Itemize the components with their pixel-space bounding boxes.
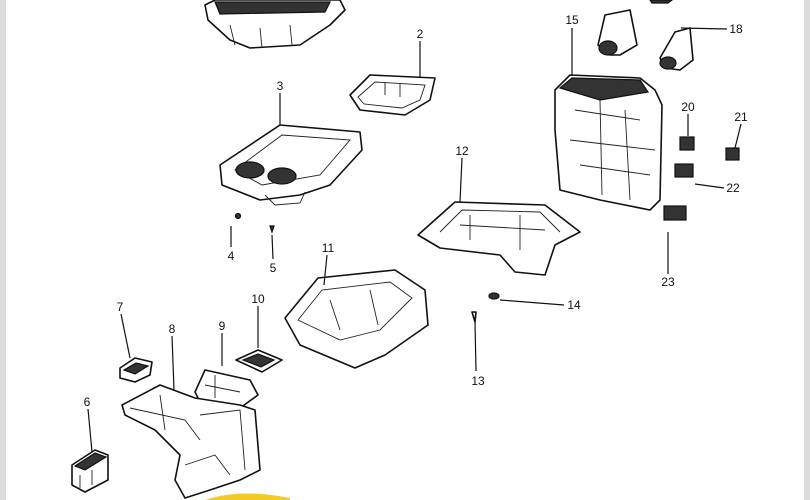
part-air-vent-left bbox=[597, 9, 638, 56]
part-14-grommet bbox=[488, 292, 500, 300]
callout-10: 10 bbox=[251, 292, 265, 306]
part-18-air-vent-right bbox=[659, 27, 694, 71]
part-top-right-partial bbox=[649, 0, 673, 4]
callout-7: 7 bbox=[117, 300, 124, 314]
left-border bbox=[0, 0, 6, 500]
callout-14: 14 bbox=[567, 298, 581, 312]
yellow-highlight bbox=[205, 493, 290, 500]
callout-5: 5 bbox=[270, 261, 277, 275]
right-border bbox=[804, 0, 810, 500]
part-5-screw bbox=[269, 225, 275, 234]
callout-11: 11 bbox=[322, 241, 335, 255]
callout-9: 9 bbox=[219, 319, 226, 333]
part-23-switch bbox=[663, 205, 687, 221]
part-8-shifter-bezel bbox=[121, 384, 261, 499]
callout-13: 13 bbox=[471, 374, 485, 388]
callout-21: 21 bbox=[734, 110, 748, 124]
part-6-switch-pack bbox=[71, 449, 109, 493]
part-20-switch bbox=[679, 136, 695, 151]
leader-lines bbox=[87, 27, 742, 453]
callout-2: 2 bbox=[417, 27, 424, 41]
part-15-rear-panel bbox=[554, 74, 663, 211]
part-2-tray bbox=[349, 74, 436, 116]
part-22-switch bbox=[674, 163, 694, 178]
part-21-switch bbox=[725, 147, 740, 161]
callout-15: 15 bbox=[565, 13, 579, 27]
callout-20: 20 bbox=[681, 100, 695, 114]
callout-4: 4 bbox=[228, 249, 235, 263]
part-top-console-lid bbox=[204, 0, 346, 49]
callout-6: 6 bbox=[84, 395, 91, 409]
part-13-screw bbox=[471, 311, 477, 323]
callout-3: 3 bbox=[277, 79, 284, 93]
part-12-bracket bbox=[417, 201, 581, 276]
part-4-clip bbox=[234, 212, 242, 220]
part-10-mat-fill bbox=[241, 353, 276, 368]
callout-18: 18 bbox=[729, 22, 743, 36]
part-3-cupholder-bin bbox=[219, 124, 363, 206]
callout-22: 22 bbox=[726, 181, 740, 195]
part-7-connector bbox=[119, 357, 153, 383]
part-11-storage-bin bbox=[284, 269, 429, 369]
callout-23: 23 bbox=[661, 275, 675, 289]
callout-8: 8 bbox=[169, 322, 176, 336]
callout-12: 12 bbox=[455, 144, 469, 158]
